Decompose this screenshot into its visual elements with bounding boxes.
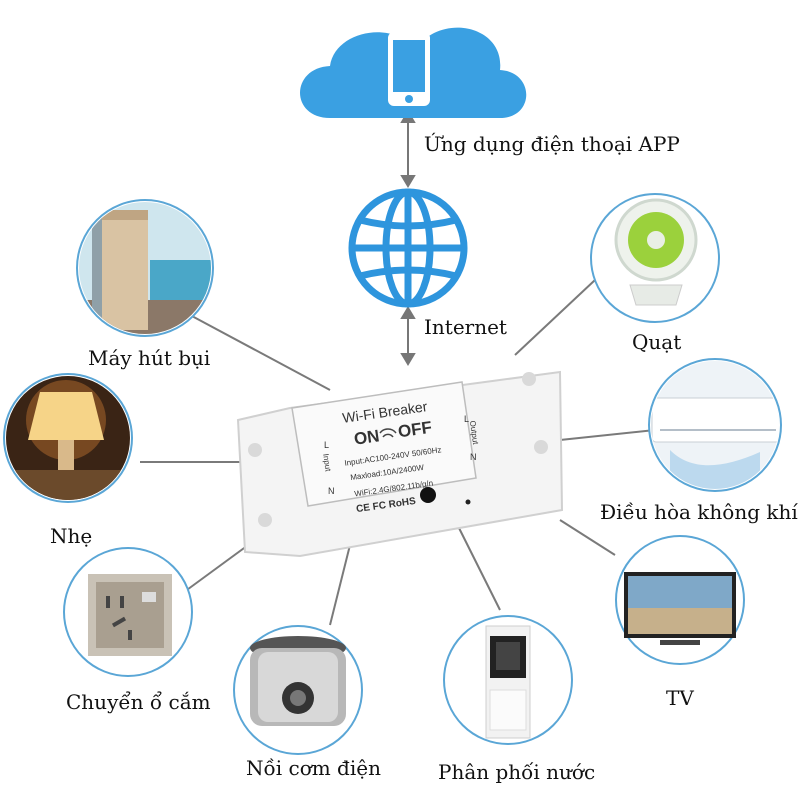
label-tv: TV [666,686,694,710]
appliance-circles [3,193,782,755]
label-socket: Chuyển ổ cắm [66,690,211,714]
globe-icon [348,188,468,308]
device-n-left: N [328,486,335,496]
fan-icon [614,198,698,306]
connector-lines [140,279,656,626]
label-internet: Internet [424,315,507,339]
water-dispenser-icon [485,625,531,739]
label-vacuum: Máy hút bụi [88,346,211,370]
device-n-right: N [470,452,477,462]
label-water: Phân phối nước [438,760,596,784]
line-socket [179,539,256,596]
aircon-icon [651,361,779,489]
label-aircon: Điều hòa không khí [600,500,798,524]
device-l-left: L [324,440,330,450]
line-fan [514,279,596,356]
line-water [454,519,501,611]
label-fan: Quạt [632,330,682,354]
rice-cooker-icon [250,636,346,726]
line-aircon [559,429,656,441]
vacuum-icon [79,202,211,334]
label-cooker: Nồi cơm điện [246,756,381,780]
socket-icon [88,574,172,656]
device-on-label: ON [352,426,381,449]
line-vacuum [189,314,331,391]
wifi-breaker-device [236,370,564,558]
lamp-icon [6,376,130,500]
device-l-right: L [464,414,470,424]
line-tv [559,519,616,556]
cloud-icon [300,27,527,119]
tv-icon [624,572,736,645]
label-app: Ứng dụng điện thoại APP [424,132,680,156]
line-cooker [329,544,351,626]
label-light: Nhẹ [50,524,93,548]
